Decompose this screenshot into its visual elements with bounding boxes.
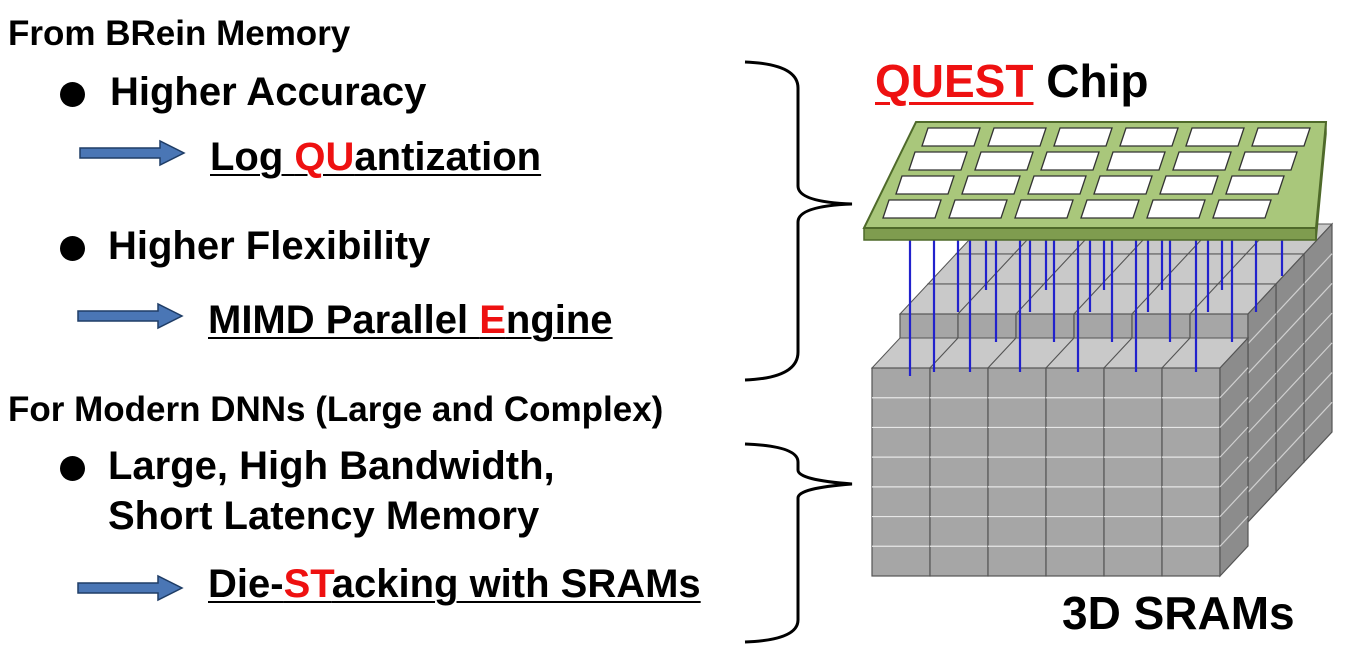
sram-row-front-column — [871, 367, 931, 577]
sram-row-front-layer-line — [1219, 486, 1249, 517]
sram-row-front-column — [1161, 367, 1221, 577]
bullet-memory-line1: Large, High Bandwidth, — [108, 444, 555, 488]
sram-row-middle-layer-line — [1275, 313, 1305, 344]
sram-row-mid-front-layer-line — [1247, 313, 1277, 345]
processing-core-tile — [1212, 199, 1272, 219]
processing-core-tile — [1080, 199, 1140, 219]
sram-row-front-column — [1103, 367, 1163, 577]
sram-row-back-layer-line — [1303, 401, 1333, 433]
processing-core-tile — [895, 175, 955, 195]
processing-core-tile — [1027, 175, 1087, 195]
processing-core-tile — [1225, 175, 1285, 195]
sram-row-front-layer-line — [1219, 515, 1249, 547]
processing-core-tile — [908, 151, 968, 171]
link-die-stacking: Die-STacking with SRAMs — [208, 562, 701, 607]
chip-title-highlight: QUEST — [875, 55, 1034, 107]
link-log-quantization: Log QUantization — [210, 135, 541, 180]
sram-row-middle-layer-line — [1275, 431, 1305, 463]
sram-row-back-layer-line — [1303, 342, 1333, 374]
sram-row-mid-front-layer-line — [1247, 343, 1277, 374]
right-arrow-icon — [77, 574, 184, 602]
processing-core-tile — [1040, 151, 1100, 171]
bullet-dot — [60, 82, 85, 107]
3d-srams-title: 3D SRAMs — [1062, 587, 1295, 639]
right-arrow-icon — [79, 139, 186, 167]
sram-row-front-layer-line — [1219, 397, 1249, 428]
sram-row-middle-side-face — [1275, 252, 1305, 494]
sram-row-mid-front-layer-line — [1247, 402, 1277, 434]
sram-row-middle-layer-line — [1275, 342, 1305, 374]
link-text: MIMD Parallel — [208, 298, 480, 342]
sram-row-middle-layer-line — [1275, 283, 1305, 315]
processing-core-tile — [882, 199, 942, 219]
sram-row-back-layer-line — [1303, 253, 1333, 285]
sram-row-front-layer-line — [1219, 456, 1249, 488]
bullet-dot — [60, 456, 85, 481]
bullet-dot — [60, 236, 85, 261]
link-text: acking with SRAMs — [331, 562, 701, 606]
sram-row-back-layer-line — [1303, 283, 1333, 314]
bullet-higher-flexibility: Higher Flexibility — [108, 224, 431, 268]
sram-row-mid-front-layer-line — [1247, 461, 1277, 493]
sram-row-back-layer-line — [1303, 372, 1333, 403]
processing-core-tile — [974, 151, 1034, 171]
processing-core-tile — [1172, 151, 1232, 171]
sram-row-front-layer-line — [1219, 367, 1249, 399]
link-highlight: ST — [283, 562, 332, 606]
link-mimd-engine: MIMD Parallel Engine — [208, 298, 613, 343]
bullet-higher-accuracy: Higher Accuracy — [110, 70, 427, 114]
processing-core-tile — [987, 127, 1047, 147]
link-highlight: QU — [294, 135, 355, 179]
sram-row-mid-front-layer-line — [1247, 432, 1277, 463]
sram-row-front-column — [1045, 367, 1105, 577]
sram-row-mid-front-layer-line — [1247, 372, 1277, 404]
processing-core-tile — [948, 199, 1008, 219]
processing-core-tile — [1251, 127, 1311, 147]
processing-core-tile — [1106, 151, 1166, 171]
processing-core-tile — [961, 175, 1021, 195]
sram-row-back-layer-line — [1303, 312, 1333, 344]
link-text: Log — [210, 135, 295, 179]
bullet-memory-line2: Short Latency Memory — [108, 494, 540, 538]
section-title-brein: From BRein Memory — [8, 14, 351, 53]
link-highlight: E — [479, 298, 506, 342]
sram-row-back-side-face — [1303, 222, 1333, 464]
processing-core-tile — [1093, 175, 1153, 195]
processing-core-tile — [921, 127, 981, 147]
processing-core-tile — [1238, 151, 1298, 171]
link-text: ngine — [505, 298, 613, 342]
chip-board-edge — [863, 227, 1317, 241]
sram-row-front-side-face — [1219, 336, 1249, 578]
sram-row-front-column — [987, 367, 1047, 577]
quest-chip-title: QUEST Chip — [875, 54, 1148, 108]
sram-row-mid-front-side-face — [1247, 282, 1277, 524]
chip-title-text: Chip — [1033, 55, 1149, 107]
link-text: antization — [354, 135, 542, 179]
processing-core-tile — [1159, 175, 1219, 195]
link-text: Die- — [208, 562, 284, 606]
sram-row-middle-layer-line — [1275, 402, 1305, 433]
sram-row-front-layer-line — [1219, 426, 1249, 458]
sram-row-front-column — [929, 367, 989, 577]
processing-core-tile — [1185, 127, 1245, 147]
section-title-modern-dnns: For Modern DNNs (Large and Complex) — [8, 390, 664, 429]
sram-row-middle-layer-line — [1275, 372, 1305, 404]
processing-core-tile — [1146, 199, 1206, 219]
processing-core-tile — [1053, 127, 1113, 147]
right-arrow-icon — [77, 302, 184, 330]
processing-core-tile — [1014, 199, 1074, 219]
processing-core-tile — [1119, 127, 1179, 147]
